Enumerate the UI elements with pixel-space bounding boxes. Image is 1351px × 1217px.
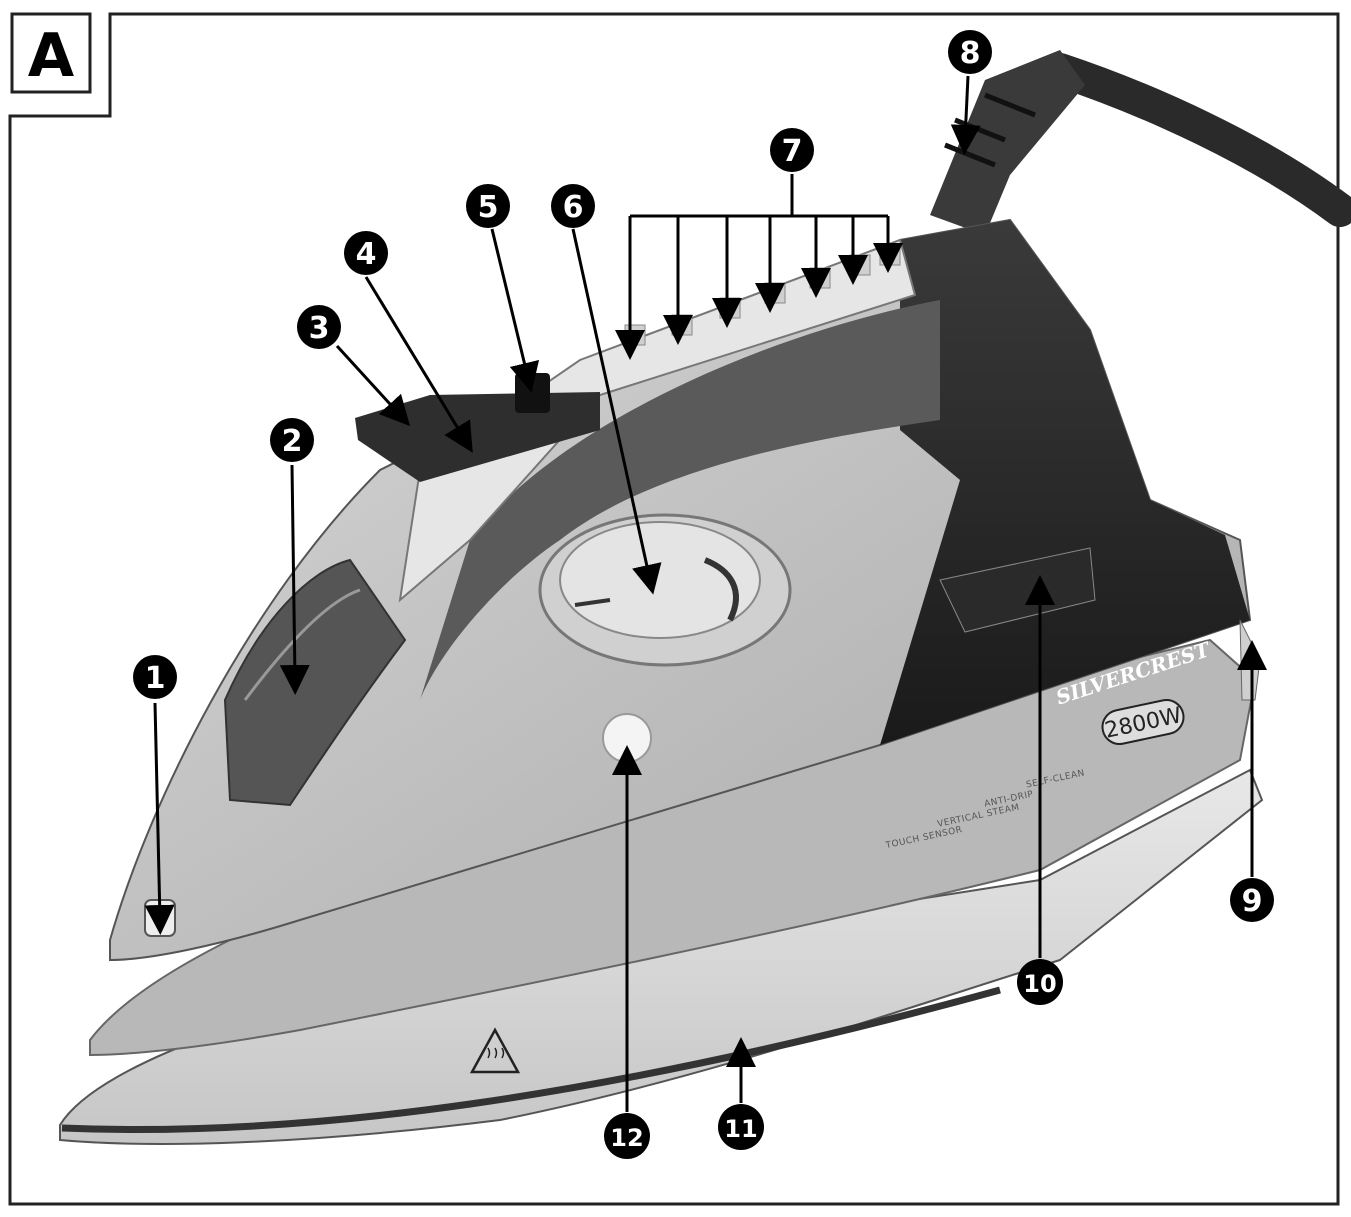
- leader-lines: [144, 75, 1267, 1112]
- panel-label: A: [28, 21, 75, 91]
- svg-text:4: 4: [356, 237, 377, 272]
- callout-2: 2: [270, 418, 314, 462]
- callout-4: 4: [344, 231, 388, 275]
- cable-sleeve: [930, 50, 1085, 235]
- callout-7: 7: [770, 128, 814, 172]
- callout-5: 5: [466, 184, 510, 228]
- indicator-light: [602, 713, 652, 763]
- hot-surface-warning-icon: [469, 1027, 521, 1074]
- water-tank: [223, 558, 407, 807]
- heel-rest: [1239, 619, 1261, 701]
- spray-button: [515, 373, 550, 413]
- handle-opening: [420, 300, 940, 700]
- callout-11: 11: [718, 1104, 764, 1150]
- svg-text:6: 6: [563, 190, 584, 225]
- svg-text:12: 12: [610, 1124, 643, 1152]
- callout-8: 8: [948, 30, 992, 74]
- svg-text:10: 10: [1023, 970, 1056, 998]
- svg-text:11: 11: [724, 1115, 757, 1143]
- panel-label-box: [10, 12, 92, 94]
- svg-text:1: 1: [145, 661, 166, 696]
- callout-10: 10: [1017, 959, 1063, 1005]
- callout-1: 1: [133, 655, 177, 699]
- callout-9: 9: [1230, 878, 1274, 922]
- svg-text:3: 3: [309, 311, 330, 346]
- front-control-panel: [355, 392, 600, 482]
- callout-3: 3: [297, 305, 341, 349]
- callouts: 1 2 3 4 5 6 7 8: [133, 30, 1274, 1159]
- svg-text:8: 8: [960, 36, 981, 71]
- power-cord: [1043, 53, 1351, 227]
- callout-6: 6: [551, 184, 595, 228]
- steam-display: [939, 547, 1096, 633]
- svg-text:9: 9: [1242, 884, 1263, 919]
- svg-text:5: 5: [478, 190, 499, 225]
- steam-iron-illustration: SILVERCREST 2800W TOUCH SENSOR VERTICAL …: [59, 50, 1351, 1145]
- wattage-badge: [1101, 699, 1185, 745]
- svg-text:7: 7: [782, 134, 803, 169]
- figure-frame: A: [8, 12, 1340, 1206]
- svg-text:2: 2: [282, 424, 303, 459]
- callout-12: 12: [604, 1113, 650, 1159]
